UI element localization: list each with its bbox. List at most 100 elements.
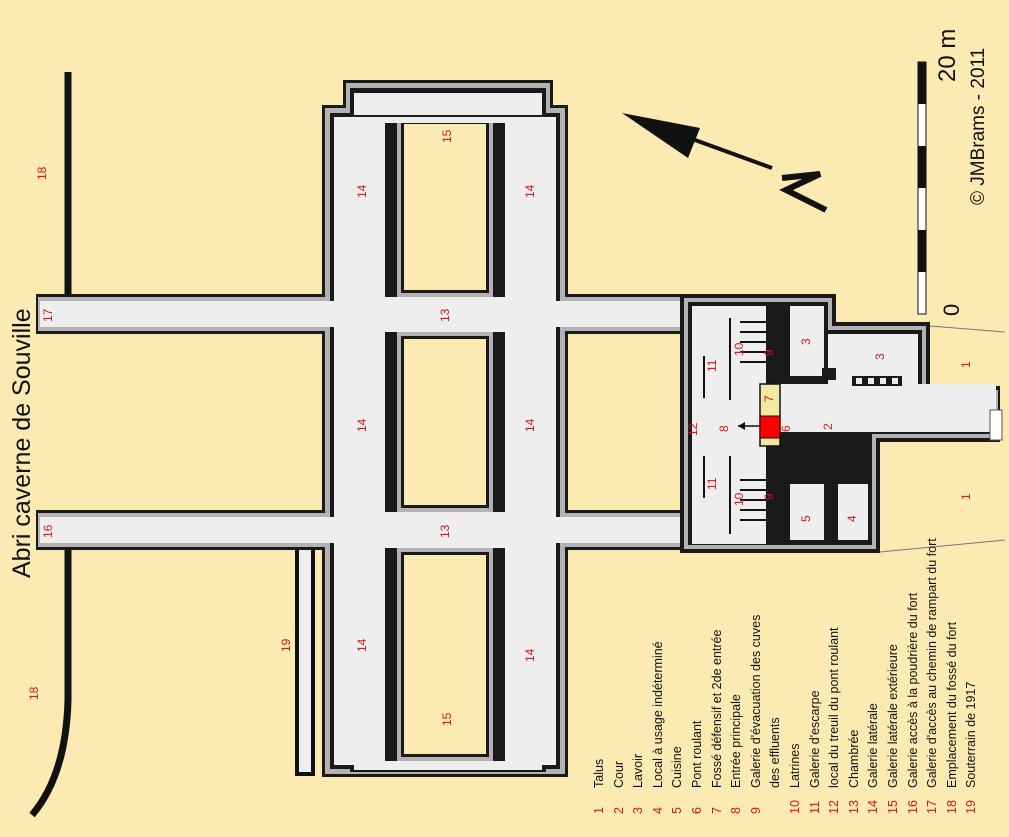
label-14a: 14 [355, 184, 369, 198]
fort-ditch-line [29, 72, 72, 818]
latrine-cubicles [740, 321, 766, 521]
label-18b: 18 [27, 686, 41, 700]
label-11b: 11 [705, 477, 719, 490]
legend-number: 13 [846, 800, 861, 814]
legend-number: 11 [807, 801, 822, 814]
legend-item: 17 Galerie d'accès au chemin de rampart d… [923, 538, 943, 814]
legend-item: 9 Galerie d'évacuation des cuves [747, 538, 767, 814]
label-14d: 14 [523, 418, 537, 432]
legend-text: Pont roulant [689, 720, 704, 788]
legend-text: Latrines [787, 743, 802, 788]
legend-number: 12 [827, 800, 842, 814]
legend-text: Lavoir [631, 753, 646, 788]
legend-text: Souterrain de 1917 [964, 681, 979, 788]
legend-item: 13 Chambrée [845, 538, 865, 814]
legend-number: 5 [670, 807, 685, 814]
legend-number: 7 [709, 807, 724, 814]
legend-text: Fossé défensif et 2de entrée [709, 629, 724, 788]
north-arrow-icon [622, 113, 828, 213]
legend-number: 15 [885, 800, 900, 814]
legend-number [766, 788, 786, 814]
legend-item: 10 Latrines [786, 538, 806, 814]
label-19: 19 [279, 638, 293, 652]
label-10b: 10 [732, 492, 746, 506]
label-15a: 15 [440, 129, 454, 143]
legend-text: local du treuil du pont roulant [827, 627, 842, 788]
scale-max-label: 20 m [934, 28, 961, 82]
label-17: 17 [41, 308, 55, 322]
legend-number: 19 [964, 800, 979, 814]
label-9b: 9 [762, 493, 776, 500]
label-14c: 14 [355, 418, 369, 432]
legend-text: Galerie d'escarpe [807, 690, 822, 788]
legend-number: 14 [866, 800, 881, 814]
label-14f: 14 [523, 648, 537, 662]
label-3a: 3 [799, 338, 813, 345]
gallery-pillars [385, 117, 505, 761]
legend-number: 18 [944, 800, 959, 814]
label-16: 16 [41, 524, 55, 538]
legend-item: 11 Galerie d'escarpe [806, 538, 826, 814]
legend-text: Emplacement du fossé du fort [944, 621, 959, 788]
legend-number: 10 [787, 800, 802, 814]
label-18a: 18 [35, 166, 49, 180]
label-11a: 11 [705, 359, 719, 372]
copyright-text: © JMBrams - 2011 [968, 47, 989, 205]
label-12: 12 [686, 422, 700, 436]
talus-line-top [929, 325, 1006, 333]
label-9a: 9 [762, 349, 776, 356]
legend-item: 16 Galerie accès à la poudrière du fort [904, 538, 924, 814]
legend-item: 18 Emplacement du fossé du fort [943, 538, 963, 814]
label-13a: 13 [438, 308, 452, 322]
talus-line-bottom [879, 539, 1006, 553]
label-7: 7 [762, 395, 776, 402]
legend-text: Galerie d'évacuation des cuves [748, 614, 763, 788]
legend-number: 1 [592, 807, 606, 814]
legend-number: 8 [729, 807, 744, 814]
scale-bar [917, 61, 927, 315]
label-1-top: 1 [959, 361, 973, 368]
label-4: 4 [845, 515, 859, 522]
legend-text: Local à usage indéterminé [650, 641, 665, 788]
legend-item: des effluents [766, 538, 786, 814]
label-3b: 3 [873, 353, 887, 360]
plan-labels: 1 1 2 3 3 4 5 6 7 8 9 9 10 10 11 11 12 1… [27, 129, 973, 726]
legend-text: Galerie accès à la poudrière du fort [905, 592, 920, 788]
legend-text: Cuisine [670, 746, 685, 788]
legend-item: 7 Fossé défensif et 2de entrée [708, 538, 728, 814]
legend-item: 6 Pont roulant [688, 538, 708, 814]
legend-number: 9 [748, 807, 763, 814]
legend-text: des effluents [768, 717, 783, 788]
label-8: 8 [717, 425, 731, 432]
legend-text: Galerie latérale extérieure [885, 644, 900, 788]
legend-item: 3 Lavoir [629, 538, 649, 814]
legend-number: 3 [631, 807, 646, 814]
label-14e: 14 [355, 638, 369, 652]
legend-text: Cour [611, 760, 626, 788]
legend-item: 1 Talus [590, 538, 610, 814]
legend-number: 17 [925, 800, 940, 814]
legend-item: 8 Entrée principale [727, 538, 747, 814]
legend-item: 12 local du treuil du pont roulant [825, 538, 845, 814]
legend-text: Galerie d'accès au chemin de rampart du … [925, 538, 940, 788]
legend-text: Entrée principale [729, 694, 744, 788]
label-1-bottom: 1 [959, 493, 973, 500]
figure-title: Abri caverne de Souville [8, 308, 36, 578]
legend-number: 16 [905, 800, 920, 814]
label-14b: 14 [523, 184, 537, 198]
legend-number: 4 [650, 807, 665, 814]
legend-text: Chambrée [846, 729, 861, 788]
entrance-block [680, 294, 1003, 553]
scale-min-label: 0 [939, 303, 964, 316]
legend-number: 6 [689, 807, 704, 814]
legend-text: Talus [592, 758, 606, 788]
label-10a: 10 [732, 342, 746, 356]
label-2: 2 [821, 423, 835, 430]
label-6: 6 [779, 425, 793, 432]
legend-item: 4 Local à usage indéterminé [649, 538, 669, 814]
